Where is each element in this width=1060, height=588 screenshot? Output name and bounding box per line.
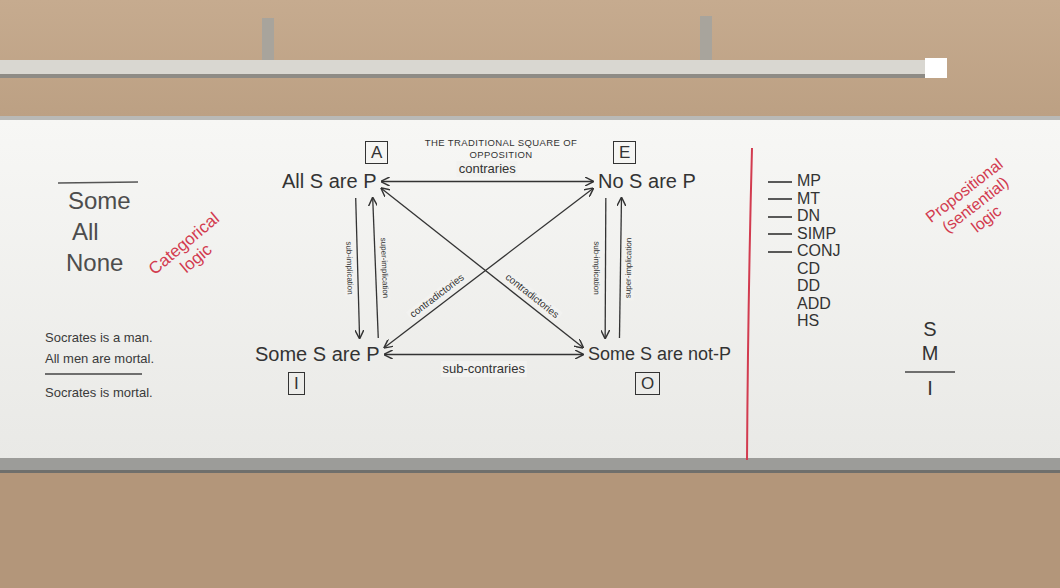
form-letter-box: A bbox=[365, 141, 388, 164]
dash bbox=[768, 251, 792, 253]
corner-row: I bbox=[255, 372, 380, 395]
opposition-arrow bbox=[385, 354, 583, 355]
square-corner: Some S are not-P O bbox=[588, 343, 731, 395]
board-note: MT bbox=[797, 190, 820, 208]
corner-row: All S are P bbox=[282, 170, 388, 193]
opposition-arrow bbox=[381, 188, 583, 347]
corner-row: E bbox=[598, 141, 696, 164]
square-corner: Some S are P I bbox=[255, 343, 380, 395]
board-note: All men are mortal. bbox=[45, 352, 154, 366]
board-note: HS bbox=[797, 312, 819, 330]
dash bbox=[768, 233, 792, 235]
wall-lower bbox=[0, 470, 1060, 588]
rule-line bbox=[58, 182, 138, 183]
board-note: All bbox=[72, 219, 99, 245]
board-note: ADD bbox=[797, 295, 831, 313]
corner-row: Some S are P bbox=[255, 343, 380, 366]
relation-label: super-implication bbox=[624, 236, 635, 301]
syllogism-line bbox=[45, 373, 142, 374]
dash bbox=[768, 181, 792, 183]
divider-line bbox=[747, 148, 752, 460]
relation-label: sub-implication bbox=[591, 239, 601, 296]
light-fixture bbox=[0, 60, 945, 76]
corner-row: O bbox=[588, 372, 731, 395]
form-letter-box: O bbox=[635, 372, 660, 395]
categorical-statement: Some S are not-P bbox=[588, 343, 731, 366]
board-note: DD bbox=[797, 277, 820, 295]
board-note: MP bbox=[797, 172, 821, 190]
opposition-arrow bbox=[605, 198, 607, 338]
whiteboard bbox=[0, 120, 1060, 460]
diagram-title: THE TRADITIONAL SQUARE OF OPPOSITION bbox=[406, 137, 596, 161]
marker-tray bbox=[0, 458, 1060, 472]
board-note: M bbox=[915, 342, 945, 364]
corner-row: No S are P bbox=[598, 170, 696, 193]
board-note: I bbox=[915, 377, 945, 399]
board-note: Some bbox=[68, 188, 131, 214]
relation-label: sub-implication bbox=[343, 239, 355, 297]
relation-label: sub-contraries bbox=[441, 361, 527, 377]
dash bbox=[768, 198, 792, 200]
board-note: CONJ bbox=[797, 242, 841, 260]
opposition-arrow bbox=[381, 181, 593, 182]
board-frame bbox=[0, 116, 1060, 120]
relation-label: contraries bbox=[457, 161, 518, 177]
rule-line bbox=[905, 371, 955, 372]
opposition-arrow bbox=[385, 188, 593, 347]
opposition-arrow bbox=[356, 198, 360, 338]
light-glare bbox=[925, 58, 947, 78]
opposition-arrow bbox=[373, 198, 379, 338]
square-corner: E No S are P bbox=[598, 141, 696, 193]
categorical-statement: All S are P bbox=[282, 170, 376, 193]
board-note: Socrates is a man. bbox=[45, 331, 153, 345]
board-note: CD bbox=[797, 260, 820, 278]
form-letter-box: E bbox=[613, 141, 636, 164]
fixture-clip bbox=[262, 18, 274, 64]
board-note: SIMP bbox=[797, 225, 836, 243]
categorical-statement: No S are P bbox=[598, 170, 696, 193]
fixture-clip bbox=[700, 16, 712, 62]
board-note: DN bbox=[797, 207, 820, 225]
corner-row: Some S are not-P bbox=[588, 343, 731, 366]
wall-upper bbox=[0, 0, 1060, 118]
board-note: S bbox=[915, 318, 945, 340]
board-note: Socrates is mortal. bbox=[45, 386, 153, 400]
categorical-statement: Some S are P bbox=[255, 343, 380, 366]
opposition-arrow bbox=[619, 198, 621, 338]
marker-tray-edge bbox=[0, 470, 1060, 473]
form-letter-box: I bbox=[288, 372, 305, 395]
light-fixture-edge bbox=[0, 74, 945, 78]
square-corner: A All S are P bbox=[282, 141, 388, 193]
dash bbox=[768, 216, 792, 218]
corner-row: A bbox=[282, 141, 388, 164]
board-note: None bbox=[66, 250, 123, 276]
